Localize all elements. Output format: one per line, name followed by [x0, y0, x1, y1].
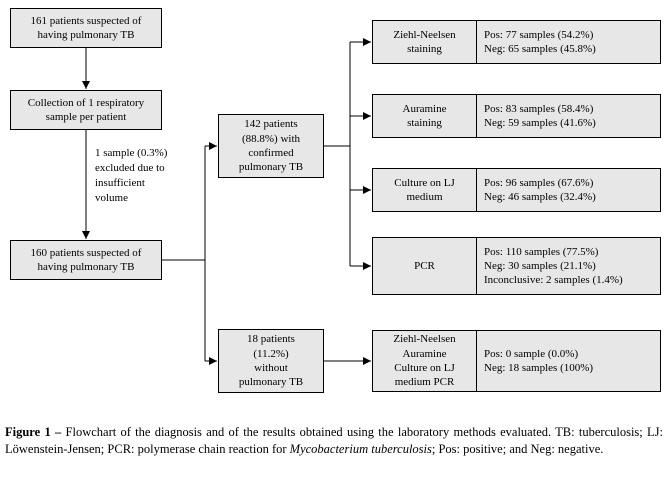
- method-culture-lj: Culture on LJ medium: [373, 169, 477, 211]
- excluded-sample-note: 1 sample (0.3%) excluded due to insuffic…: [95, 147, 168, 204]
- node-sample-collection: Collection of 1 respiratory sample per p…: [10, 90, 162, 130]
- figure-caption-text-end: ; Pos: positive; and Neg: negative.: [431, 441, 604, 456]
- result-culture-lj: Pos: 96 samples (67.6%) Neg: 46 samples …: [484, 176, 596, 203]
- method-all-combined: Ziehl-Neelsen Auramine Culture on LJ med…: [373, 331, 477, 391]
- result-row-all-methods: Ziehl-Neelsen Auramine Culture on LJ med…: [372, 330, 661, 392]
- method-ziehl-neelsen: Ziehl-Neelsen staining: [373, 21, 477, 63]
- node-without-tb: 18 patients (11.2%) without pulmonary TB: [218, 329, 324, 393]
- result-row-ziehl-neelsen: Ziehl-Neelsen staining Pos: 77 samples (…: [372, 20, 661, 64]
- method-auramine: Auramine staining: [373, 95, 477, 137]
- node-160-patients: 160 patients suspected of having pulmona…: [10, 240, 162, 280]
- result-row-culture-lj: Culture on LJ medium Pos: 96 samples (67…: [372, 168, 661, 212]
- result-pcr: Pos: 110 samples (77.5%) Neg: 30 samples…: [484, 245, 623, 287]
- result-all-combined: Pos: 0 sample (0.0%) Neg: 18 samples (10…: [484, 347, 594, 374]
- figure-caption-species: Mycobacterium tuberculosis: [289, 441, 432, 456]
- method-pcr: PCR: [373, 238, 477, 294]
- result-row-auramine: Auramine staining Pos: 83 samples (58.4%…: [372, 94, 661, 138]
- figure-caption-label: Figure 1 –: [5, 425, 62, 439]
- node-161-patients: 161 patients suspected of having pulmona…: [10, 8, 162, 48]
- node-confirmed-tb: 142 patients (88.8%) with confirmed pulm…: [218, 114, 324, 178]
- connector-lines: [82, 38, 371, 365]
- result-auramine: Pos: 83 samples (58.4%) Neg: 59 samples …: [484, 102, 596, 129]
- result-ziehl-neelsen: Pos: 77 samples (54.2%) Neg: 65 samples …: [484, 28, 596, 55]
- result-row-pcr: PCR Pos: 110 samples (77.5%) Neg: 30 sam…: [372, 237, 661, 295]
- figure-caption-text: Flowchart of the diagnosis and of the re…: [5, 425, 664, 456]
- figure-caption: Figure 1 – Flowchart of the diagnosis an…: [5, 424, 663, 457]
